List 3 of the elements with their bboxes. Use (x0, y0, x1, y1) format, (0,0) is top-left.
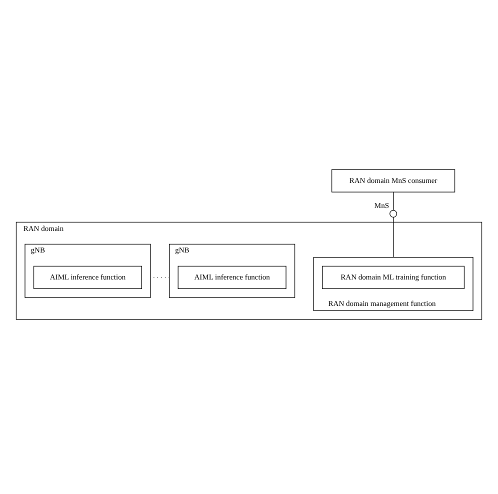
node-circle (390, 210, 398, 218)
connector (393, 192, 394, 210)
connector (393, 216, 394, 258)
